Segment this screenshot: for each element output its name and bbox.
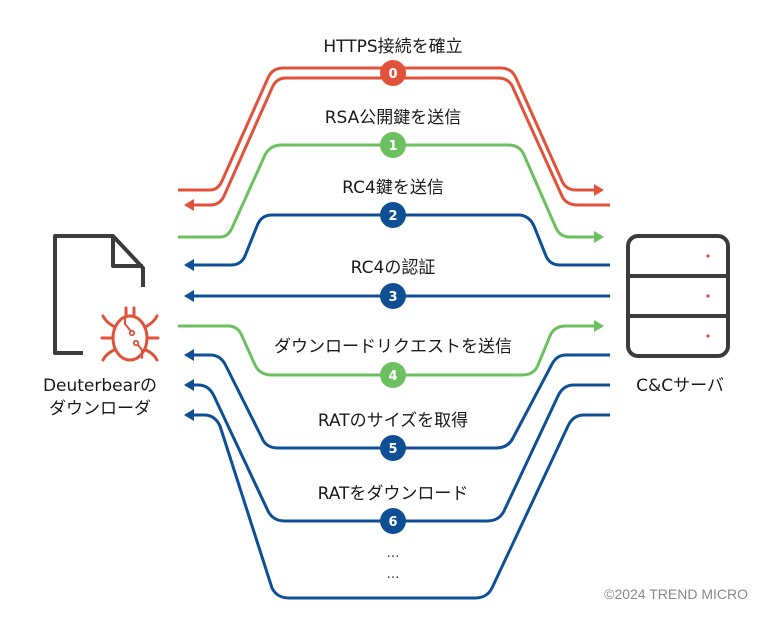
bug-icon xyxy=(100,306,160,362)
server-led-2 xyxy=(706,294,710,298)
c2-server-node: C&Cサーバ xyxy=(626,234,730,396)
step-label: RC4鍵を送信 xyxy=(342,178,444,198)
step-badge xyxy=(380,202,406,228)
server-icon xyxy=(626,234,730,358)
downloader-label-line1: Deuterbearの xyxy=(43,376,157,396)
server-led-3 xyxy=(706,334,710,338)
downloader-label-line2: ダウンローダ xyxy=(49,399,151,419)
server-led-1 xyxy=(706,254,710,258)
step-6: RATをダウンロード 6 xyxy=(318,484,469,534)
step-number: 4 xyxy=(388,369,397,384)
step-badge xyxy=(380,435,406,461)
step-number: 2 xyxy=(388,209,397,224)
downloader-node: Deuterbearの ダウンローダ xyxy=(43,234,160,419)
step-5: RATのサイズを取得 5 xyxy=(318,411,468,461)
step-badge xyxy=(380,362,406,388)
step-number: 5 xyxy=(388,442,397,457)
step-2: RC4鍵を送信 2 xyxy=(342,178,444,228)
c2-server-label: C&Cサーバ xyxy=(636,376,724,396)
step-number: 0 xyxy=(388,67,397,82)
flow-line-0-outbound xyxy=(178,66,604,196)
copyright: ©2024 TREND MICRO xyxy=(604,586,748,602)
step-label: RATのサイズを取得 xyxy=(318,411,468,431)
step-badge xyxy=(380,508,406,534)
step-label: HTTPS接続を確立 xyxy=(323,37,462,57)
step-3: RC4の認証 3 xyxy=(351,258,436,309)
step-badge xyxy=(380,132,406,158)
step-badge xyxy=(380,283,406,309)
step-1: RSA公開鍵を送信 1 xyxy=(325,108,462,158)
step-number: 6 xyxy=(388,515,397,530)
step-number: 1 xyxy=(388,139,397,154)
step-badge xyxy=(380,60,406,86)
flow-line-continuation xyxy=(184,409,610,600)
step-number: 3 xyxy=(388,290,397,305)
step-label: ダウンロードリクエストを送信 xyxy=(274,337,512,357)
document-icon xyxy=(53,234,145,355)
step-label: RC4の認証 xyxy=(351,258,436,278)
step-4: ダウンロードリクエストを送信 4 xyxy=(274,337,512,388)
continuation-ellipsis-1: … xyxy=(387,546,400,561)
step-label: RATをダウンロード xyxy=(318,484,469,504)
step-label: RSA公開鍵を送信 xyxy=(325,108,462,128)
step-0: HTTPS接続を確立 0 xyxy=(323,37,463,86)
continuation-ellipsis-2: … xyxy=(387,567,400,582)
